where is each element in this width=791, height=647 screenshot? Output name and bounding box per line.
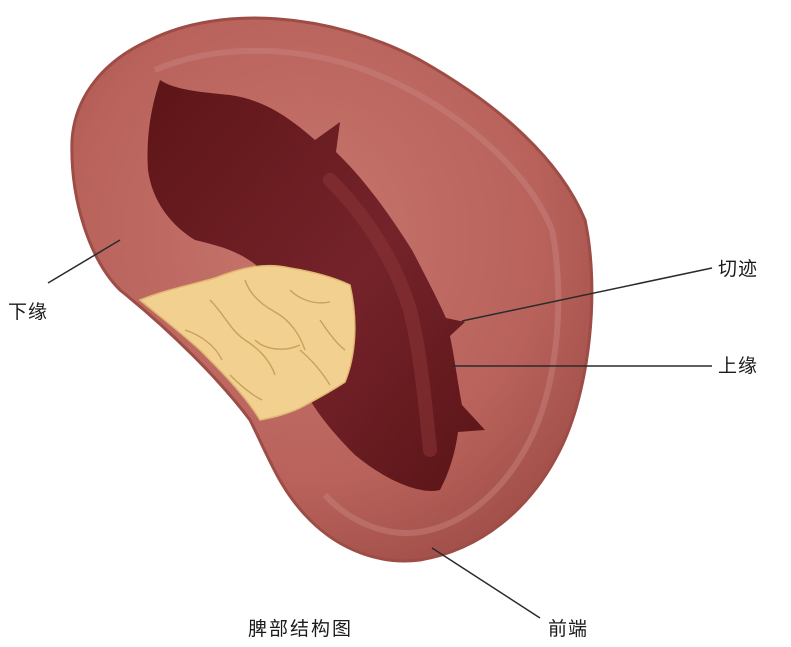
diagram-caption: 脾部结构图 <box>248 614 353 641</box>
leader-anterior-end <box>432 548 540 618</box>
label-notch: 切迹 <box>718 254 758 281</box>
label-inferior-border: 下缘 <box>8 297 48 324</box>
label-anterior-end: 前端 <box>548 614 588 641</box>
label-superior-border: 上缘 <box>718 351 758 378</box>
